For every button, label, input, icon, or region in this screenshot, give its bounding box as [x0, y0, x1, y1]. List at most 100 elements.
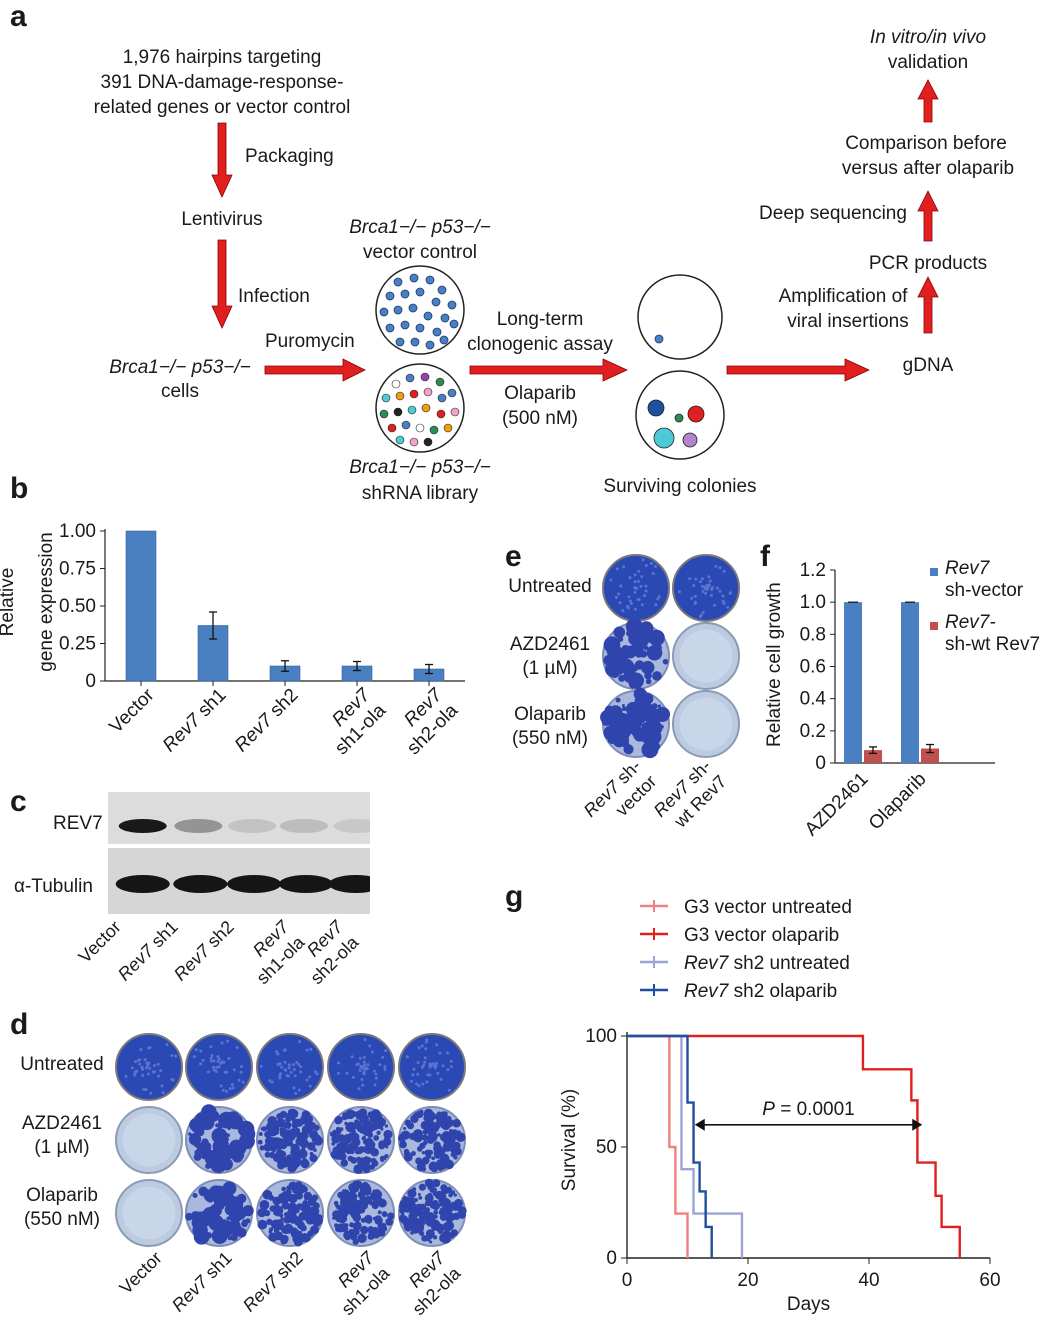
e-dish-r2-c0	[600, 687, 671, 759]
d-dish-r1-c3-colony	[334, 1115, 343, 1125]
d-dish-r0-c3-speck	[383, 1067, 387, 1071]
rev7-band	[118, 819, 167, 833]
d-dish-r2-c3-colony	[337, 1191, 344, 1199]
e-dish-r0-c1-speck	[722, 602, 726, 606]
e-dish-r0-c1-speck	[726, 605, 730, 609]
d-dish-r0-c2-speck	[289, 1070, 293, 1074]
d-dish-r2-c1-colony	[206, 1194, 215, 1203]
d-dish-r2-c1-colony	[245, 1218, 251, 1224]
b-ytick-label: 0.75	[59, 559, 96, 580]
g-legend-label: G3 vector untreated	[684, 897, 852, 918]
rev7-band	[228, 819, 277, 833]
d-dish-r1-c3-colony	[331, 1134, 341, 1144]
d-dish-r1-c3-colony	[342, 1112, 347, 1117]
d-dish-r0-c2-speck	[275, 1050, 279, 1054]
validation-line2: validation	[887, 52, 969, 73]
e-dish-r0-c0-speck	[636, 579, 640, 583]
e-dish-r0-c0-speck	[628, 576, 632, 580]
f-ytick-label: 0.2	[800, 721, 826, 742]
d-dish-r2-c4-colony	[429, 1240, 433, 1244]
panel-c-label: c	[10, 785, 27, 818]
rev7-band	[280, 819, 328, 833]
d-dish-r0-c1-speck	[239, 1070, 243, 1074]
d-dish-r1-c1-colony	[211, 1159, 217, 1165]
d-dish-r2-c3-colony	[344, 1223, 349, 1228]
d-dish-r2-c4-colony	[419, 1203, 427, 1211]
longterm-line2: clonogenic assay	[467, 334, 613, 355]
d-dish-r0-c3-speck	[336, 1071, 340, 1075]
d-dish-r0-c0-speck	[170, 1054, 174, 1058]
d-dish-r2-c2-colony	[296, 1193, 302, 1198]
d-dish-r2-c2-colony	[272, 1196, 282, 1206]
olaparib-line1: Olaparib	[504, 383, 576, 404]
d-dish-r2-c2-colony	[280, 1217, 284, 1221]
e-dish-r0-c0-speck	[654, 603, 658, 607]
e-dish-r0-c0-speck	[643, 594, 647, 598]
surviving-label: Surviving colonies	[603, 476, 757, 497]
d-dish-r1-c2-colony	[264, 1151, 271, 1158]
tubulin-band	[278, 875, 333, 893]
e-dish-r0-c1-speck	[714, 564, 718, 568]
d-dish-r1-c2-colony	[282, 1122, 289, 1129]
d-dish-r0-c2-speck	[270, 1080, 274, 1084]
d-dish-r2-c1-colony	[211, 1210, 215, 1215]
e-dish-r1-c1	[672, 622, 740, 690]
d-dish-r1-c3-colony	[384, 1124, 389, 1128]
d-dish-r1-c3-colony	[362, 1138, 369, 1145]
d-dish-r1-c1-colony	[205, 1163, 212, 1170]
d-dish-r0-c4-speck	[434, 1064, 438, 1068]
d-dish-r2-c3-colony	[336, 1204, 342, 1210]
d-dish-r0-c2-speck	[295, 1060, 299, 1064]
panel-f-chart: 00.20.40.60.81.01.2AZD2461OlaparibRev7sh…	[800, 560, 1040, 841]
d-dish-r2-c1-colony	[227, 1236, 232, 1241]
d-dish-r1-c4-colony	[425, 1123, 429, 1127]
d-dish-r2-c1-colony	[198, 1186, 209, 1197]
d-dish-r0-c3-speck	[361, 1083, 365, 1087]
d-dish-r0-c2-speck	[287, 1066, 291, 1070]
d-dish-r1-c3-colony	[349, 1141, 358, 1150]
e-dish-r0-c1-speck	[701, 590, 705, 594]
d-dish-r0-c2-speck	[259, 1064, 263, 1068]
e-dish-r0-c0-speck	[644, 589, 648, 593]
d-dish-r2-c4-colony	[399, 1215, 409, 1224]
d-dish-r1-c3-colony	[343, 1140, 349, 1146]
e-dish-r1-c0-colony	[607, 645, 613, 650]
arrow-packaging	[211, 122, 233, 198]
f-legend-swatch	[930, 568, 938, 576]
d-dish-r2-c2-colony	[295, 1216, 302, 1223]
d-dish-r0-c4-speck	[425, 1080, 429, 1084]
d-dish-r1-c4-colony	[420, 1159, 427, 1166]
e-dish-r2-c0-colony	[657, 704, 662, 708]
d-dish-r0-c2-speck	[305, 1048, 309, 1052]
d-dish-r2-c2-colony	[283, 1206, 287, 1210]
d-dish-r2-c2-colony	[274, 1208, 283, 1217]
d-dish-r2-c1	[185, 1179, 254, 1247]
f-xlabel-line0: AZD2461	[801, 769, 873, 841]
d-dish-r0-c3-speck	[378, 1063, 382, 1067]
d-dish-r0-c1-speck	[227, 1056, 231, 1060]
d-dish-r0-c4-speck	[416, 1061, 420, 1065]
d-dish-r1-c3-colony	[351, 1129, 356, 1134]
d-dish-r2-c2	[256, 1179, 324, 1247]
d-dish-r0-c3-speck	[358, 1056, 362, 1060]
d-dish-r2-c2-colony	[299, 1202, 309, 1212]
d-dish-r0-c2-speck	[268, 1079, 272, 1083]
d-dish-r2-c3-colony	[374, 1196, 383, 1205]
amplification-line2: viral insertions	[787, 311, 909, 332]
e-dish-r0-c0-speck	[656, 597, 660, 601]
d-dish-r2-c2-colony	[274, 1231, 284, 1241]
d-dish-r2-c2-colony	[300, 1233, 308, 1240]
d-dish-r1-c4-colony	[452, 1118, 461, 1128]
d-dish-r2-c4-colony	[457, 1206, 467, 1216]
d-dish-r2-c3-colony	[349, 1188, 356, 1195]
d-dish-r2-c0	[115, 1179, 183, 1247]
f-bar	[921, 748, 939, 763]
d-dish-r2-c3-colony	[381, 1211, 388, 1218]
d-dish-r0-c2-speck	[308, 1075, 312, 1079]
d-dish-r0-c2-speck	[287, 1074, 291, 1078]
f-legend-entry-line1: sh-wt Rev7	[945, 634, 1040, 655]
e-dish-r0-c0-speck	[641, 558, 645, 562]
g-curve-1	[627, 1034, 961, 1258]
